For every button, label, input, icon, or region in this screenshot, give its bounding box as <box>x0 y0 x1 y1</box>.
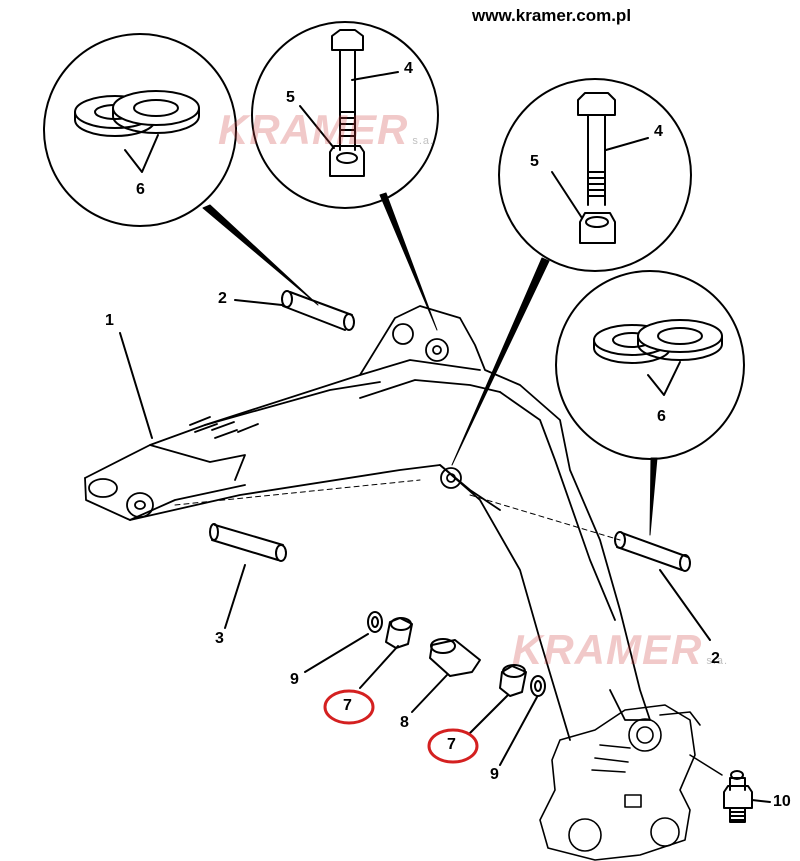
callout-2-right: 2 <box>711 650 720 667</box>
washer-9-left <box>367 611 383 633</box>
bolt-right <box>577 92 616 244</box>
leader-wedge-4 <box>649 457 658 536</box>
callout-3: 3 <box>215 630 224 647</box>
grease-nipple-10 <box>723 770 753 823</box>
bushing-7-left <box>385 617 413 649</box>
bolt-top <box>329 29 365 177</box>
highlight-circle-7-left <box>323 689 375 725</box>
watermark-suffix: s.a. <box>706 655 729 667</box>
washer-9-right <box>530 675 546 697</box>
callout-7-left: 7 <box>343 697 352 714</box>
watermark-brand: KRAMER <box>512 626 703 673</box>
website-url: www.kramer.com.pl <box>472 6 632 25</box>
leader-wedge-1 <box>202 204 319 306</box>
highlight-circle-7-right <box>427 728 479 764</box>
callout-5-right: 5 <box>530 153 539 170</box>
detail-circle-washers-right <box>555 270 745 460</box>
callout-9-left: 9 <box>290 671 299 688</box>
callout-7-right: 7 <box>447 736 456 753</box>
boom-arm <box>84 305 651 741</box>
detail-circle-bolt-right <box>498 78 692 272</box>
detail-circle-bolt-top <box>251 21 439 209</box>
detail-circle-washers-left <box>43 33 237 227</box>
pin-3 <box>209 523 287 562</box>
watermark-suffix: s.a. <box>412 135 435 147</box>
callout-6-right: 6 <box>657 408 666 425</box>
callout-6-left: 6 <box>136 181 145 198</box>
callout-8: 8 <box>400 714 409 731</box>
bushing-7-right <box>499 664 527 697</box>
leader-wedge-2 <box>379 192 438 331</box>
pin-2-right <box>614 531 691 572</box>
callout-4-top: 4 <box>404 60 413 77</box>
callout-5-top: 5 <box>286 89 295 106</box>
pin-2-top <box>281 290 355 331</box>
callout-9-right: 9 <box>490 766 499 783</box>
bushing-8 <box>429 638 481 677</box>
callout-10: 10 <box>773 793 791 810</box>
washer-pair-right <box>593 319 723 364</box>
callout-2-top: 2 <box>218 290 227 307</box>
quick-coupler <box>539 704 701 861</box>
callout-4-right: 4 <box>654 123 663 140</box>
watermark-brand: KRAMER <box>218 106 409 153</box>
washer-pair-left <box>74 90 200 137</box>
callout-1: 1 <box>105 312 114 329</box>
leader-wedge-3 <box>451 257 550 466</box>
